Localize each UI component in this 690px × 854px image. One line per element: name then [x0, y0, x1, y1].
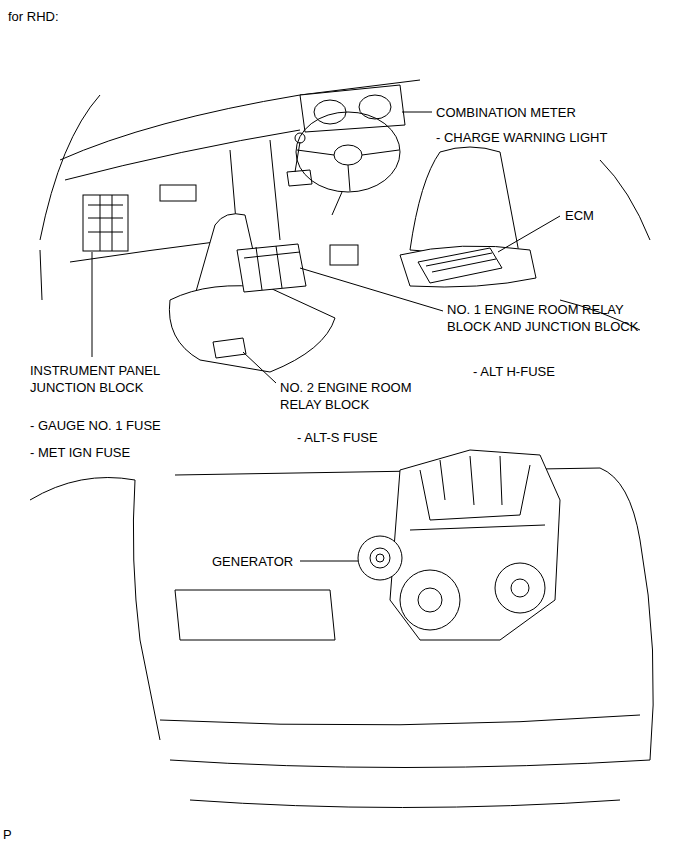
van-front-body — [30, 468, 653, 808]
sub-part-name: - GAUGE NO. 1 FUSE — [30, 417, 161, 434]
part-name: NO. 1 ENGINE ROOM RELAY BLOCK AND JUNCTI… — [447, 301, 662, 335]
relay-blocks-and-ecm — [213, 244, 502, 358]
part-name: INSTRUMENT PANEL JUNCTION BLOCK — [30, 362, 180, 396]
part-name: GENERATOR — [212, 553, 293, 570]
engine — [390, 450, 560, 640]
part-name: ECM — [565, 207, 594, 224]
page-mark: P — [3, 826, 12, 843]
cabin-outline — [40, 80, 650, 330]
sub-part-name: - ALT-S FUSE — [297, 429, 378, 446]
part-name: NO. 2 ENGINE ROOM RELAY BLOCK — [280, 379, 430, 413]
generator — [358, 536, 402, 580]
steering-wheel — [296, 112, 400, 215]
sub-part-name: - MET IGN FUSE — [30, 444, 130, 461]
front-seats — [169, 147, 536, 372]
heading: for RHD: — [8, 8, 59, 25]
leader-lines — [92, 112, 560, 561]
sub-part-name: - ALT H-FUSE — [473, 363, 555, 380]
sub-part-name: - CHARGE WARNING LIGHT — [436, 129, 607, 146]
instrument-panel-junction-block — [83, 195, 128, 251]
combination-meter — [300, 85, 405, 132]
part-name: COMBINATION METER — [436, 104, 576, 121]
